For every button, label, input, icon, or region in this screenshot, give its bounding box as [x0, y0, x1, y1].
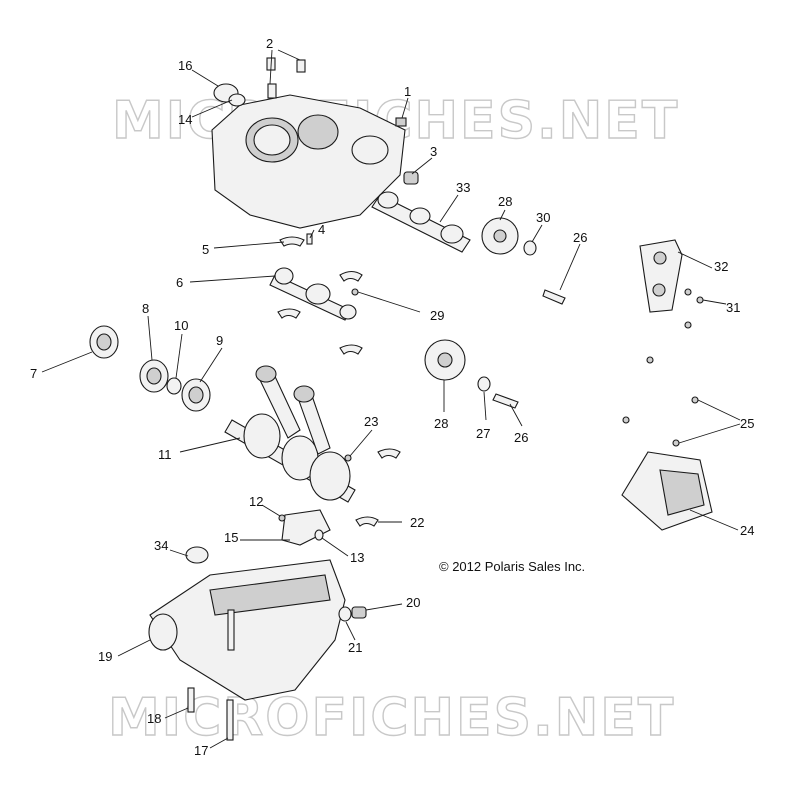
- callout-28-mid: 28: [434, 416, 448, 431]
- copyright-notice: © 2012 Polaris Sales Inc.: [439, 559, 585, 574]
- seal-34: [185, 546, 209, 564]
- leader-lines: [41, 49, 741, 749]
- callout-19: 19: [98, 649, 112, 664]
- washer-21: [338, 606, 352, 622]
- callout-21: 21: [348, 640, 362, 655]
- callout-24: 24: [740, 523, 754, 538]
- cover-24: [621, 451, 713, 531]
- callout-28-top: 28: [498, 194, 512, 209]
- callout-30: 30: [536, 210, 550, 225]
- washer-30: [523, 240, 537, 256]
- callout-18: 18: [147, 711, 161, 726]
- callout-29: 29: [430, 308, 444, 323]
- callout-22: 22: [410, 515, 424, 530]
- washer-27: [477, 376, 491, 392]
- bolt-26-top: [542, 289, 566, 305]
- upper-crankcase: [211, 57, 406, 229]
- bearing-23: [377, 448, 401, 459]
- callout-10: 10: [174, 318, 188, 333]
- bearing-5: [279, 236, 305, 247]
- oring-10: [166, 377, 182, 395]
- callout-5: 5: [202, 242, 209, 257]
- bolt-12: [278, 514, 286, 522]
- plug-3: [403, 171, 419, 185]
- watermark-top: MICROFICHES.NET: [112, 91, 679, 151]
- plug-20: [351, 606, 367, 619]
- callout-15: 15: [224, 530, 238, 545]
- plate-32: [639, 239, 683, 313]
- camshaft-33: [371, 191, 471, 253]
- bolt-31: [696, 296, 704, 304]
- pin-29: [351, 288, 359, 296]
- crankshaft-11: [224, 365, 356, 503]
- callout-3: 3: [430, 144, 437, 159]
- callout-26-mid: 26: [514, 430, 528, 445]
- callout-6: 6: [176, 275, 183, 290]
- callout-9: 9: [216, 333, 223, 348]
- callout-12: 12: [249, 494, 263, 509]
- oring-14: [228, 93, 246, 107]
- callout-23: 23: [364, 414, 378, 429]
- callout-2: 2: [266, 36, 273, 51]
- callout-31: 31: [726, 300, 740, 315]
- callout-1: 1: [404, 84, 411, 99]
- callout-25: 25: [740, 416, 754, 431]
- plug-1: [395, 117, 407, 127]
- bolt-17: [226, 699, 234, 741]
- callout-26-top: 26: [573, 230, 587, 245]
- balance-shaft-6: [269, 267, 357, 321]
- callout-16: 16: [178, 58, 192, 73]
- callout-8: 8: [142, 301, 149, 316]
- callout-34: 34: [154, 538, 168, 553]
- callout-33: 33: [456, 180, 470, 195]
- callout-14: 14: [178, 112, 192, 127]
- callout-20: 20: [406, 595, 420, 610]
- oring-13: [314, 529, 324, 541]
- callout-32: 32: [714, 259, 728, 274]
- callout-17: 17: [194, 743, 208, 758]
- callout-7: 7: [30, 366, 37, 381]
- bolt-26-mid: [492, 393, 519, 409]
- lower-crankcase: [148, 559, 346, 701]
- watermark-bottom: MICROFICHES.NET: [108, 688, 675, 748]
- callout-13: 13: [350, 550, 364, 565]
- callout-11: 11: [158, 447, 172, 462]
- callout-4: 4: [318, 222, 325, 237]
- bearing-22: [355, 516, 379, 527]
- callout-27: 27: [476, 426, 490, 441]
- bolt-18: [187, 687, 195, 713]
- dowel-4: [306, 233, 313, 245]
